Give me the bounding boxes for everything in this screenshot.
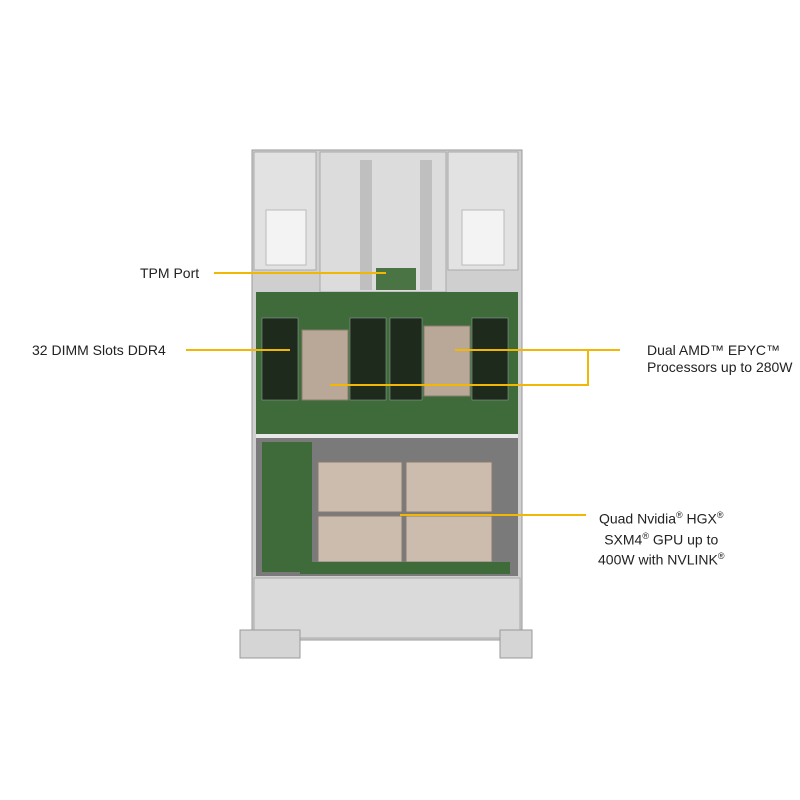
gpu-label: Quad Nvidia® HGX® SXM4® GPU up to 400W w… <box>598 507 724 569</box>
handle-right <box>499 629 533 659</box>
gpu-line2a: SXM4 <box>604 531 643 548</box>
cpu-label-line2: Processors up to 280W <box>647 359 793 375</box>
dimm-slots <box>261 317 509 401</box>
front-panel <box>253 577 521 639</box>
reg-mark: ® <box>676 510 683 520</box>
gpu-line1a: Quad Nvidia <box>598 510 676 527</box>
gpu-line1b: HGX <box>682 510 717 527</box>
reg-mark: ® <box>716 510 724 520</box>
gpu-heatsinks <box>317 461 493 563</box>
gpu-line3: 400W with NVLINK <box>598 551 718 568</box>
tpm-label: TPM Port <box>140 265 200 281</box>
cpu-label: Dual AMD™ EPYC™ Processors up to 280W <box>647 342 793 376</box>
reg-mark: ® <box>717 551 725 562</box>
tpm-port <box>376 268 416 290</box>
cpu-callout-line <box>330 349 620 386</box>
reg-mark: ® <box>642 530 649 541</box>
dimm-label: 32 DIMM Slots DDR4 <box>32 342 166 358</box>
handle-left <box>239 629 301 659</box>
cpu-label-line1: Dual AMD™ EPYC™ <box>647 342 781 358</box>
gpu-line2b: GPU up to <box>648 531 719 548</box>
